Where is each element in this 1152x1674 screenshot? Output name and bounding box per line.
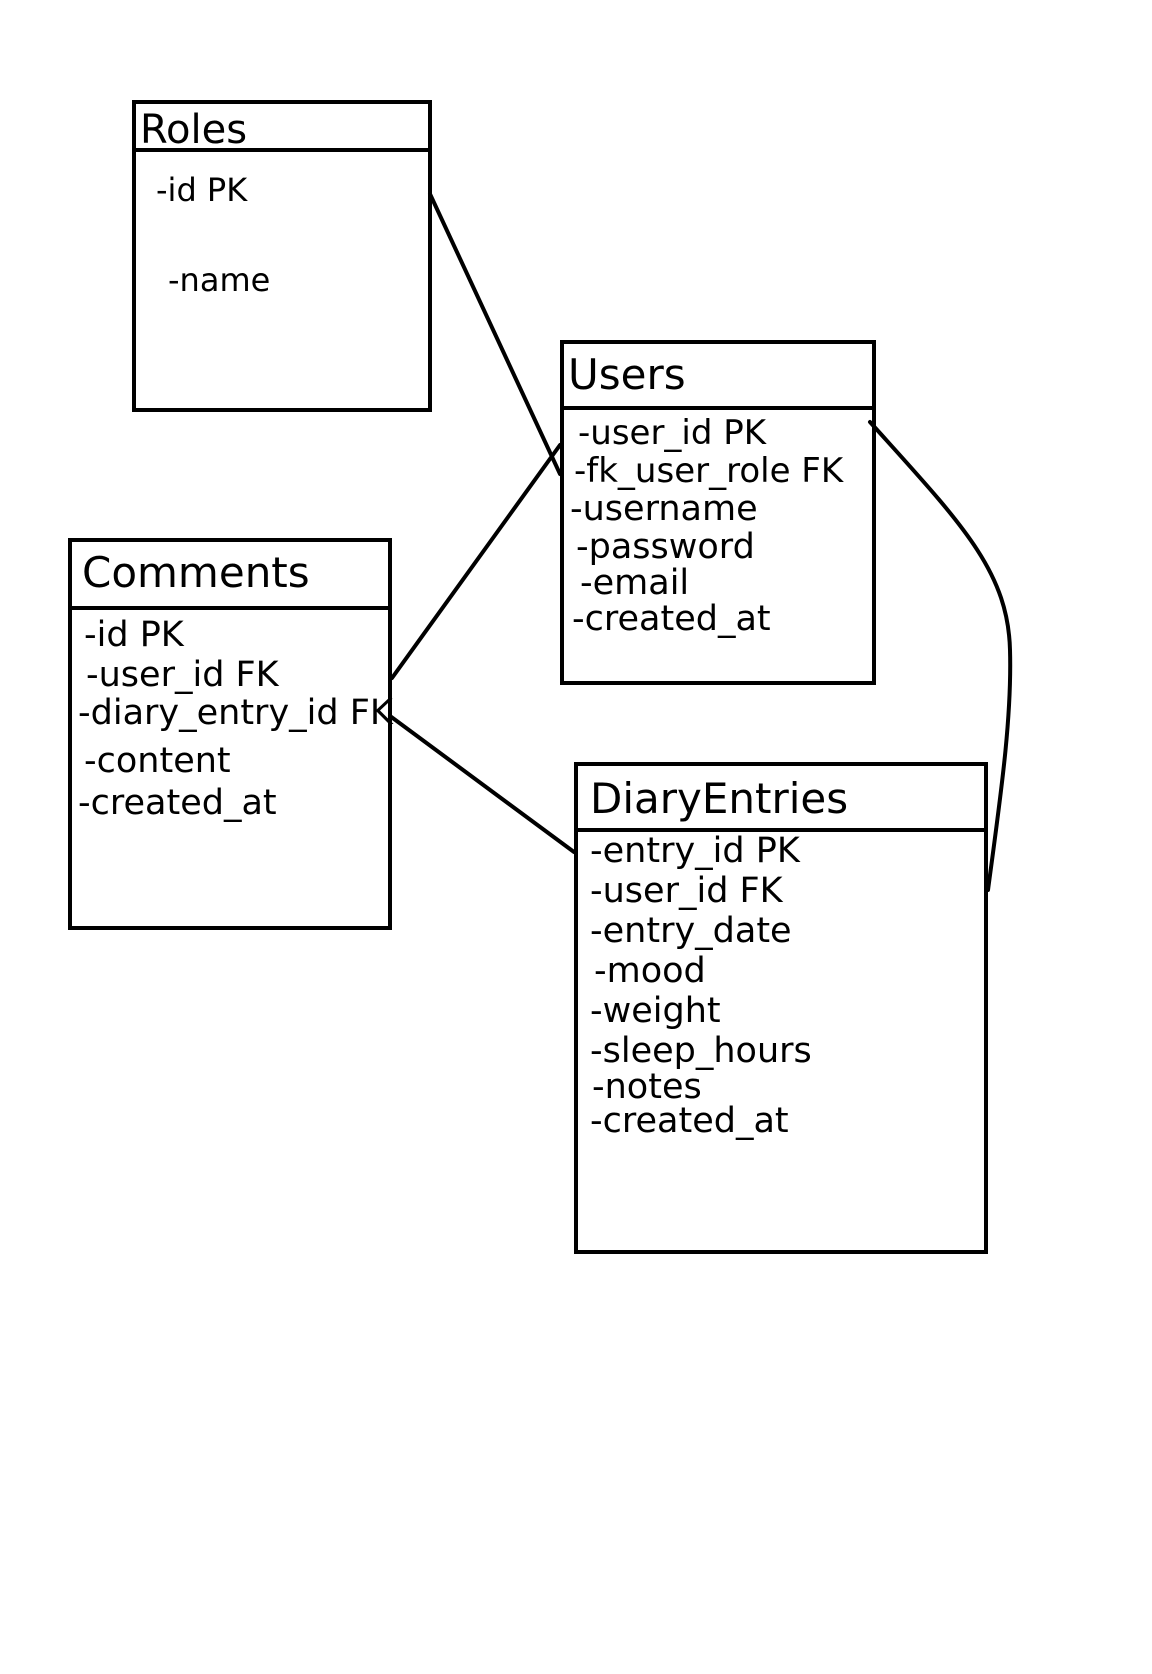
field-diaryentries-sleep-hours: -sleep_hours <box>590 1031 812 1071</box>
field-diaryentries-created-at: -created_at <box>590 1101 789 1141</box>
entity-users: Users -user_id PK -fk_user_role FK -user… <box>560 340 876 685</box>
relationship-line-comments-diaryentries <box>388 714 576 854</box>
field-comments-content: -content <box>84 741 231 781</box>
field-diaryentries-weight: -weight <box>590 991 721 1031</box>
field-users-email: -email <box>580 563 690 603</box>
field-diaryentries-entry-id: -entry_id PK <box>590 831 800 871</box>
field-comments-user-id: -user_id FK <box>86 655 279 695</box>
field-users-fk-user-role: -fk_user_role FK <box>574 451 844 491</box>
entity-title-users: Users <box>564 344 872 410</box>
field-diaryentries-notes: -notes <box>592 1067 702 1107</box>
field-users-password: -password <box>576 527 755 567</box>
entity-diaryentries: DiaryEntries -entry_id PK -user_id FK -e… <box>574 762 988 1254</box>
entity-comments: Comments -id PK -user_id FK -diary_entry… <box>68 538 393 930</box>
relationship-line-comments-users <box>390 443 562 680</box>
field-users-username: -username <box>570 489 758 529</box>
entity-title-comments: Comments <box>72 542 388 610</box>
field-diaryentries-mood: -mood <box>594 951 706 991</box>
field-roles-name: -name <box>168 261 271 299</box>
relationship-line-roles-users <box>428 192 562 476</box>
field-comments-id: -id PK <box>84 615 184 655</box>
field-comments-diary-entry-id: -diary_entry_id FK <box>78 693 393 733</box>
field-users-created-at: -created_at <box>572 599 771 639</box>
field-diaryentries-entry-date: -entry_date <box>590 911 792 951</box>
entity-roles: Roles -id PK -name <box>132 100 432 412</box>
entity-title-diaryentries: DiaryEntries <box>578 766 984 832</box>
field-users-user-id: -user_id PK <box>578 413 767 453</box>
entity-title-roles: Roles <box>136 104 428 152</box>
field-roles-id: -id PK <box>156 171 248 209</box>
field-comments-created-at: -created_at <box>78 783 277 823</box>
field-diaryentries-user-id: -user_id FK <box>590 871 783 911</box>
